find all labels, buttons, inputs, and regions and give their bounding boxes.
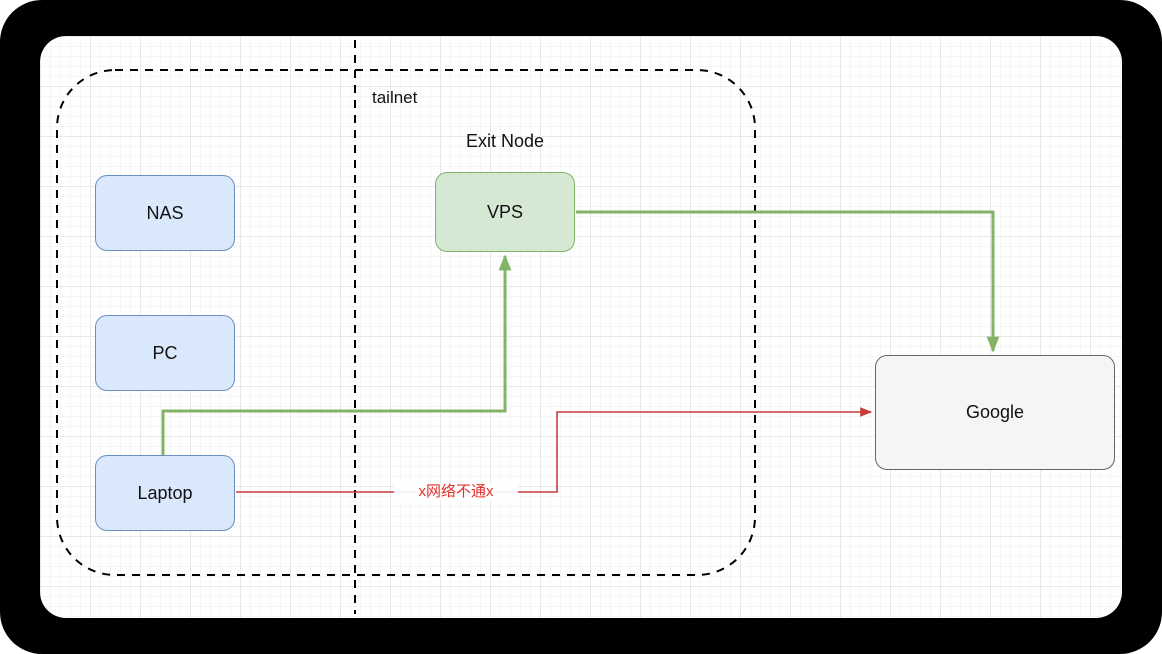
node-nas-label: NAS xyxy=(146,202,184,223)
node-nas: NAS xyxy=(95,175,235,251)
node-vps: VPS xyxy=(435,172,575,252)
node-laptop-label: Laptop xyxy=(137,482,193,503)
node-laptop: Laptop xyxy=(95,455,235,531)
node-pc: PC xyxy=(95,315,235,391)
tailnet-label: tailnet xyxy=(372,88,418,107)
exit-node-caption: Exit Node xyxy=(465,131,545,151)
node-vps-label: VPS xyxy=(486,201,524,222)
blocked-edge-label: x网络不通x xyxy=(394,483,518,501)
node-google-label: Google xyxy=(965,402,1025,422)
node-google: Google xyxy=(875,355,1115,470)
node-pc-label: PC xyxy=(152,342,178,363)
